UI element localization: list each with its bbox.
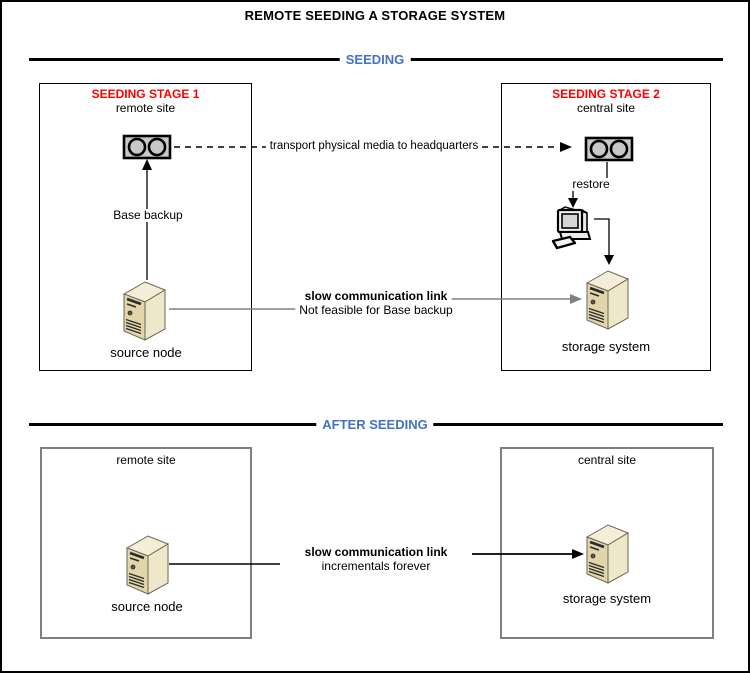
restore-label: restore — [568, 178, 614, 191]
after-seeding-heading: AFTER SEEDING — [316, 417, 434, 432]
slow-link-label: slow communication link — [300, 290, 452, 303]
transport-label: transport physical media to headquarters — [265, 140, 483, 153]
page-title: REMOTE SEEDING A STORAGE SYSTEM — [244, 8, 506, 23]
after-link-note: incrementals forever — [317, 560, 435, 573]
source-node-label: source node — [108, 599, 186, 614]
after-central-subtitle: central site — [577, 453, 637, 467]
stage2-title: SEEDING STAGE 2 — [552, 87, 660, 101]
server-tower-icon — [585, 523, 630, 584]
storage-system-label: storage system — [558, 339, 654, 354]
base-backup-label: Base backup — [109, 209, 187, 222]
desktop-computer-icon — [551, 205, 592, 250]
tape-media-icon — [122, 134, 172, 160]
stage1-subtitle: remote site — [115, 101, 176, 115]
storage-system-label: storage system — [559, 591, 655, 606]
server-tower-icon — [125, 534, 170, 595]
after-remote-subtitle: remote site — [116, 453, 176, 467]
server-tower-icon — [122, 280, 167, 341]
slow-link-note: Not feasible for Base backup — [295, 304, 457, 317]
server-tower-icon — [585, 269, 630, 330]
source-node-label: source node — [107, 345, 185, 360]
stage1-title: SEEDING STAGE 1 — [91, 87, 200, 101]
stage2-subtitle: central site — [576, 101, 636, 115]
after-link-label: slow communication link — [300, 546, 452, 559]
seeding-heading: SEEDING — [339, 52, 411, 67]
tape-media-icon — [584, 136, 634, 162]
